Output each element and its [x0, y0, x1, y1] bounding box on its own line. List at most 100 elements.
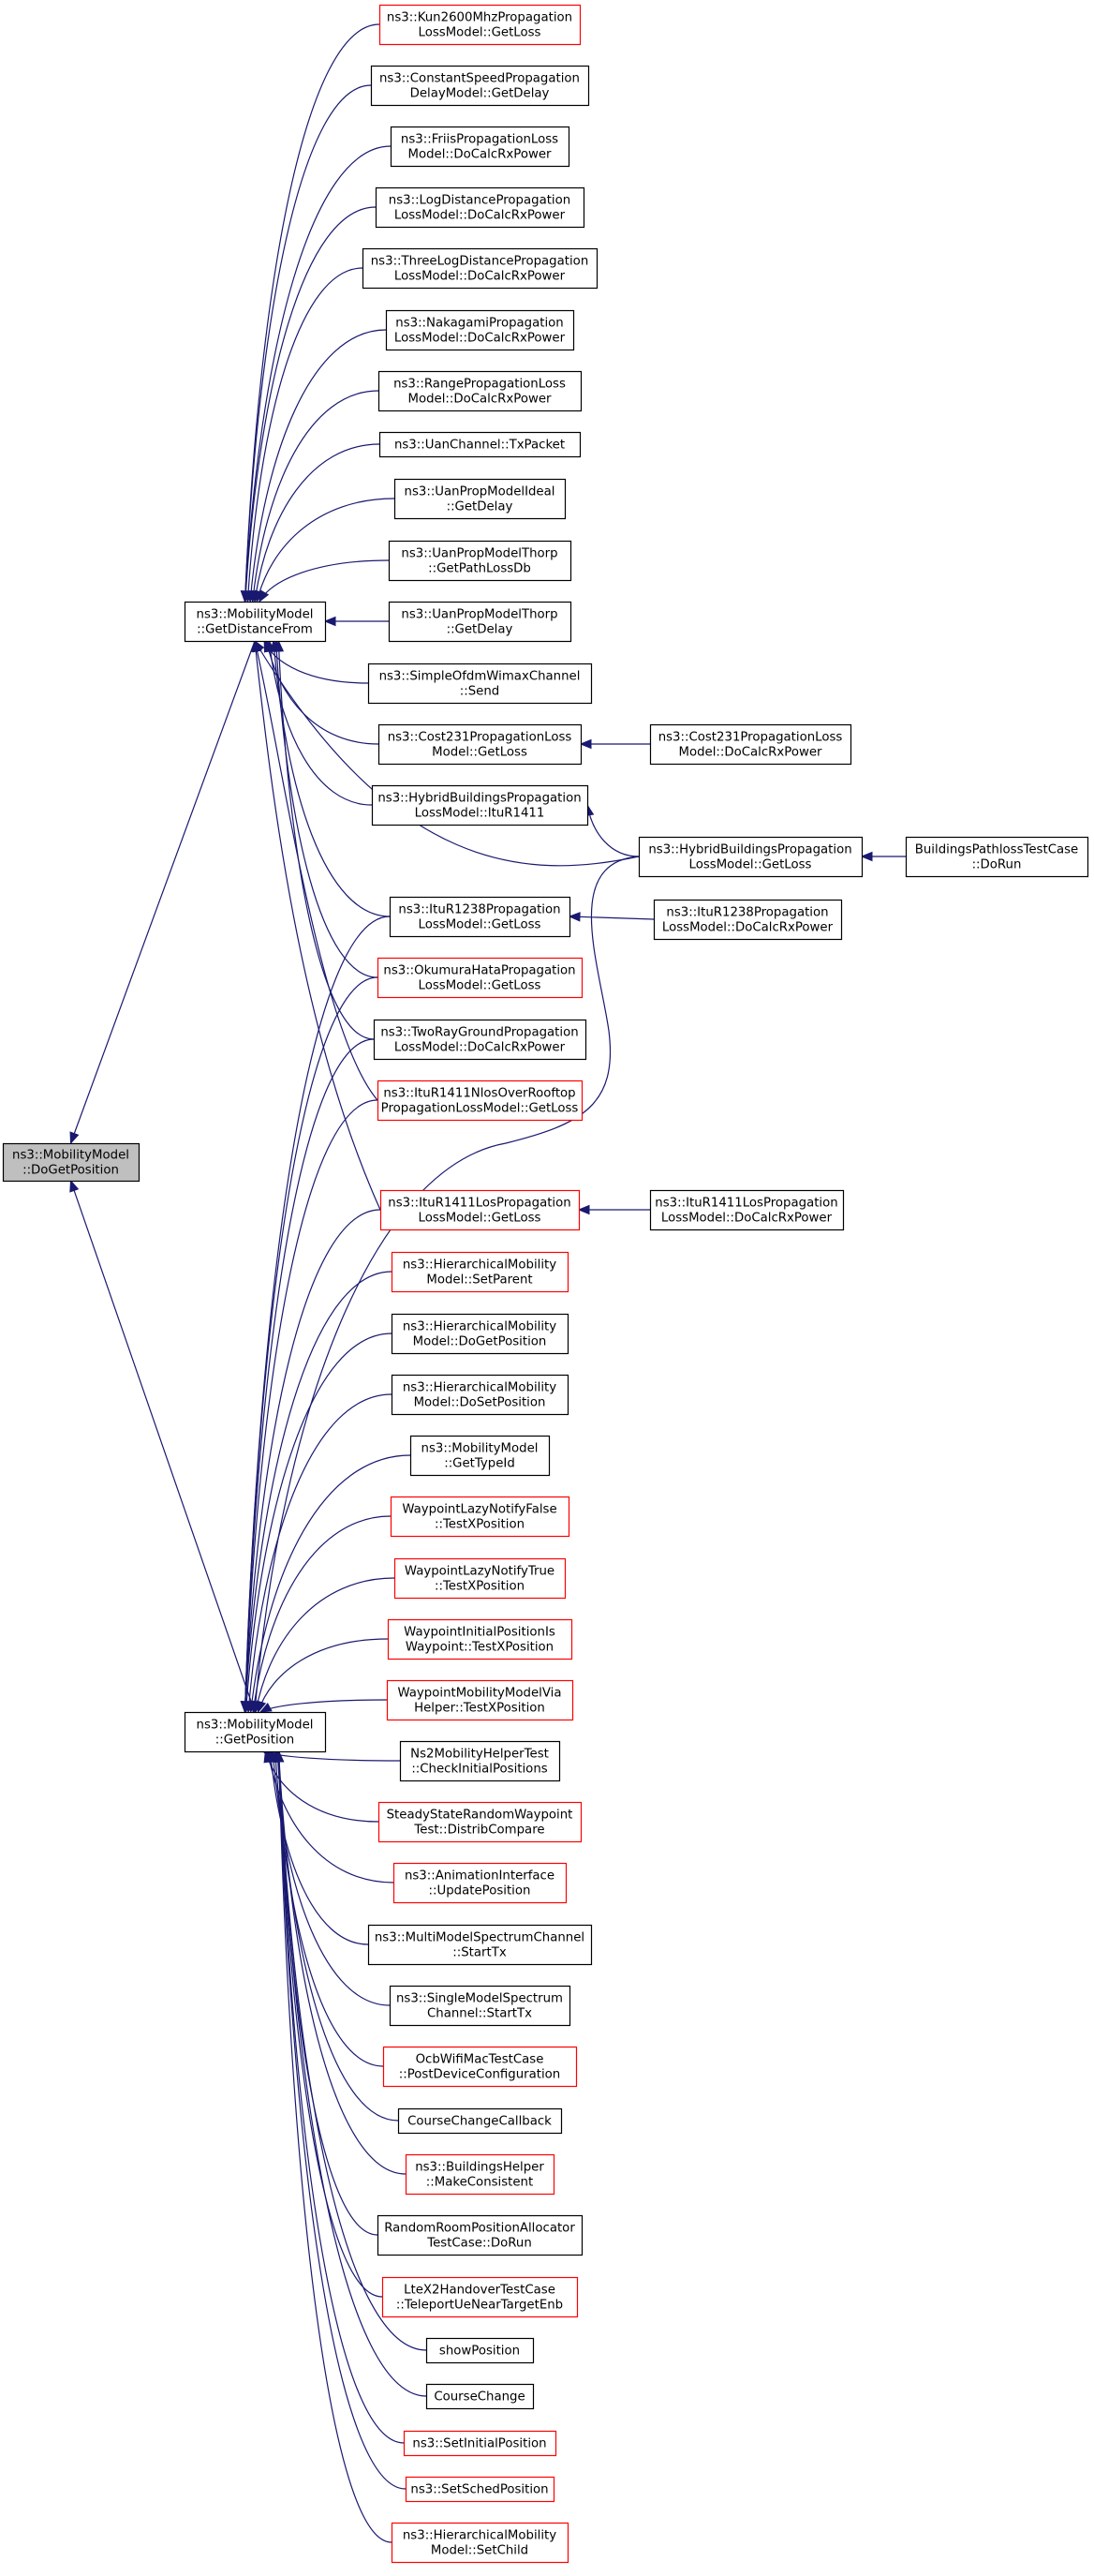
- node-box: [370, 65, 590, 107]
- node-label-line: ns3::UanPropModelThorp: [401, 547, 557, 561]
- node-gp[interactable]: ns3::MobilityModel::GetPosition: [184, 1711, 327, 1753]
- node-losrx[interactable]: ns3::ItuR1411LosPropagationLossModel::Do…: [649, 1189, 845, 1231]
- node-uanch[interactable]: ns3::UanChannel::TxPacket: [378, 431, 582, 458]
- node-label-line: ::UpdatePosition: [429, 1884, 531, 1898]
- node-label-line: ns3::MobilityModel: [197, 608, 314, 622]
- node-wlnt[interactable]: WaypointLazyNotifyTrue::TestXPosition: [393, 1557, 567, 1600]
- edge-anim-to-gp: [267, 1750, 394, 1884]
- node-label-line: ns3::BuildingsHelper: [415, 2161, 544, 2175]
- edge-kun-to-gdf: [244, 23, 380, 603]
- node-thorp2[interactable]: ns3::UanPropModelThorp::GetDelay: [388, 601, 572, 643]
- node-label-line: ::GetDistanceFrom: [197, 623, 313, 637]
- edge-mmsc-to-gp: [269, 1750, 369, 1945]
- node-box: [367, 663, 593, 705]
- edge-setsched-to-gp: [277, 1750, 407, 2490]
- node-root[interactable]: ns3::MobilityModel::DoGetPosition: [2, 1142, 140, 1183]
- node-label-line: Model::DoCalcRxPower: [678, 746, 822, 760]
- node-hybgl[interactable]: ns3::HybridBuildingsPropagationLossModel…: [638, 836, 864, 878]
- node-hyb1411[interactable]: ns3::HybridBuildingsPropagationLossModel…: [371, 784, 589, 826]
- node-hdogp[interactable]: ns3::HierarchicalMobilityModel::DoGetPos…: [391, 1313, 569, 1355]
- edge-showp-to-gp: [277, 1750, 427, 2351]
- node-label-line: ns3::ThreeLogDistancePropagation: [371, 255, 589, 269]
- node-kun[interactable]: ns3::Kun2600MhzPropagationLossModel::Get…: [378, 4, 582, 46]
- node-box: [377, 1801, 583, 1843]
- node-typeid[interactable]: ns3::MobilityModel::GetTypeId: [409, 1435, 551, 1477]
- node-label-line: ::CheckInitialPositions: [411, 1763, 547, 1777]
- node-wmm[interactable]: WaypointMobilityModelViaHelper::TestXPos…: [386, 1679, 574, 1721]
- node-bptc[interactable]: BuildingsPathlossTestCase::DoRun: [905, 836, 1089, 878]
- arrowhead-thorp1-to-gdf: [259, 589, 270, 603]
- node-setsched[interactable]: ns3::SetSchedPosition: [405, 2476, 555, 2503]
- node-mmsc[interactable]: ns3::MultiModelSpectrumChannel::StartTx: [367, 1924, 593, 1966]
- node-ltex2[interactable]: LteX2HandoverTestCase::TeleportUeNearTar…: [381, 2276, 579, 2318]
- node-box: [2, 1142, 140, 1183]
- node-csp[interactable]: ns3::ConstantSpeedPropagationDelayModel:…: [370, 65, 590, 107]
- node-tworay[interactable]: ns3::TwoRayGroundPropagationLossModel::D…: [373, 1019, 587, 1061]
- node-box: [649, 723, 852, 766]
- node-anim[interactable]: ns3::AnimationInterface::UpdatePosition: [392, 1862, 568, 1904]
- node-label-line: WaypointInitialPositionIs: [404, 1626, 555, 1640]
- node-friis[interactable]: ns3::FriisPropagationLossModel::DoCalcRx…: [390, 126, 570, 168]
- node-label-line: ns3::OkumuraHataPropagation: [383, 964, 575, 978]
- node-box: [378, 431, 582, 458]
- node-hdosp[interactable]: ns3::HierarchicalMobilityModel::DoSetPos…: [391, 1374, 569, 1416]
- node-los[interactable]: ns3::ItuR1411LosPropagationLossModel::Ge…: [379, 1189, 581, 1231]
- node-cc[interactable]: CourseChange: [425, 2383, 535, 2410]
- node-uanideal[interactable]: ns3::UanPropModelIdeal::GetDelay: [393, 478, 567, 520]
- edge-csp-to-gdf: [244, 84, 372, 603]
- node-ccb[interactable]: CourseChangeCallback: [397, 2107, 563, 2135]
- node-label-line: TestCase::DoRun: [426, 2237, 532, 2251]
- node-label-line: Model::GetLoss: [432, 746, 527, 760]
- edge-naka-to-gdf: [249, 329, 387, 603]
- node-nlos[interactable]: ns3::ItuR1411NlosOverRooftopPropagationL…: [377, 1080, 584, 1122]
- node-label-line: Model::DoCalcRxPower: [407, 393, 552, 407]
- edge-cc-to-gp: [277, 1750, 427, 2397]
- node-itu1238rx[interactable]: ns3::ItuR1238PropagationLossModel::DoCal…: [653, 899, 843, 941]
- node-label-line: Model::SetChild: [431, 2544, 528, 2558]
- node-wip[interactable]: WaypointInitialPositionIsWaypoint::TestX…: [387, 1618, 573, 1660]
- node-label-line: ::GetTypeId: [444, 1457, 515, 1471]
- node-rrpa[interactable]: RandomRoomPositionAllocatorTestCase::DoR…: [377, 2214, 584, 2256]
- node-thorp1[interactable]: ns3::UanPropModelThorp::GetPathLossDb: [388, 540, 572, 582]
- edge-wip-to-gp: [257, 1638, 389, 1713]
- node-label-line: ::StartTx: [452, 1946, 507, 1960]
- node-showp[interactable]: showPosition: [425, 2337, 535, 2364]
- node-label-line: ns3::RangePropagationLoss: [393, 378, 566, 392]
- node-label-line: LossModel::DoCalcRxPower: [394, 332, 566, 346]
- edge-logd-to-gdf: [244, 206, 377, 603]
- edge-gdf-to-root: [69, 640, 256, 1144]
- node-wlnf[interactable]: WaypointLazyNotifyFalse::TestXPosition: [390, 1496, 570, 1538]
- node-box: [388, 540, 572, 582]
- node-label-line: ns3::MobilityModel: [12, 1149, 129, 1163]
- node-bhmc[interactable]: ns3::BuildingsHelper::MakeConsistent: [405, 2153, 555, 2196]
- edge-itu1238-to-gp: [244, 916, 391, 1713]
- node-hsetp[interactable]: ns3::HierarchicalMobilityModel::SetParen…: [391, 1251, 569, 1293]
- arrowhead-tworay-to-gdf: [274, 639, 285, 652]
- node-logd[interactable]: ns3::LogDistancePropagationLossModel::Do…: [375, 186, 585, 229]
- node-setinit[interactable]: ns3::SetInitialPosition: [403, 2430, 557, 2457]
- node-ns2[interactable]: Ns2MobilityHelperTest::CheckInitialPosit…: [399, 1740, 561, 1782]
- node-label-line: Model::DoCalcRxPower: [407, 148, 552, 162]
- node-itu1238[interactable]: ns3::ItuR1238PropagationLossModel::GetLo…: [389, 896, 571, 938]
- edge-gp-to-root: [69, 1180, 256, 1713]
- node-box: [184, 1711, 327, 1753]
- node-three[interactable]: ns3::ThreeLogDistancePropagationLossMode…: [362, 247, 599, 290]
- node-costrx[interactable]: ns3::Cost231PropagationLossModel::DoCalc…: [649, 723, 852, 766]
- node-cost[interactable]: ns3::Cost231PropagationLossModel::GetLos…: [377, 723, 583, 766]
- node-gdf[interactable]: ns3::MobilityModel::GetDistanceFrom: [184, 601, 327, 643]
- node-label-line: WaypointLazyNotifyFalse: [402, 1503, 556, 1517]
- node-box: [377, 370, 583, 412]
- node-box: [378, 4, 582, 46]
- node-ssrw[interactable]: SteadyStateRandomWaypointTest::DistribCo…: [377, 1801, 583, 1843]
- node-ocb[interactable]: OcbWifiMacTestCase::PostDeviceConfigurat…: [382, 2046, 578, 2088]
- node-range[interactable]: ns3::RangePropagationLossModel::DoCalcRx…: [377, 370, 583, 412]
- node-naka[interactable]: ns3::NakagamiPropagationLossModel::DoCal…: [385, 309, 575, 351]
- node-okumura[interactable]: ns3::OkumuraHataPropagationLossModel::Ge…: [377, 957, 584, 999]
- node-wimax[interactable]: ns3::SimpleOfdmWimaxChannel::Send: [367, 663, 593, 705]
- node-label-line: LossModel::GetLoss: [419, 1212, 541, 1226]
- edge-hsetp-to-gp: [244, 1271, 392, 1713]
- node-label-line: OcbWifiMacTestCase: [416, 2053, 544, 2067]
